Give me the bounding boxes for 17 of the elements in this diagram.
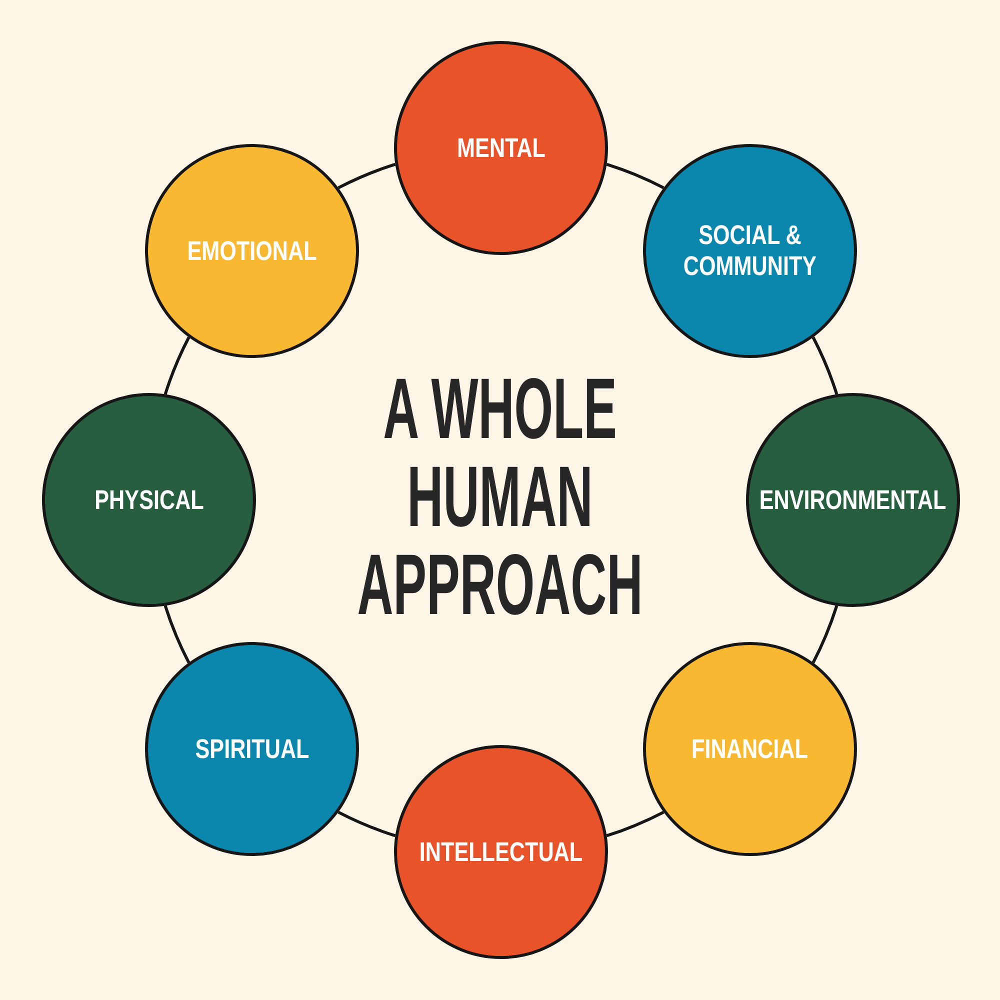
connector-arc bbox=[812, 605, 838, 664]
connector-arc bbox=[338, 810, 396, 838]
connector-arc bbox=[164, 336, 190, 395]
circle-label: ENVIRONMENTAL bbox=[760, 484, 946, 516]
circle-label: SOCIAL & COMMUNITY bbox=[682, 220, 818, 282]
circle-label: MENTAL bbox=[456, 132, 546, 164]
connector-arc bbox=[164, 605, 190, 664]
connector-arc bbox=[606, 810, 664, 838]
circle-label: PHYSICAL bbox=[94, 484, 204, 516]
circle-label: INTELLECTUAL bbox=[419, 836, 583, 868]
circle-label: FINANCIAL bbox=[692, 734, 808, 764]
connector-arc bbox=[812, 336, 838, 395]
connector-arc bbox=[338, 162, 396, 190]
circle-label: EMOTIONAL bbox=[187, 236, 317, 266]
diagram-title: A WHOLE HUMAN APPROACH bbox=[356, 365, 644, 629]
connector-arc bbox=[606, 162, 664, 190]
circle-label: SPIRITUAL bbox=[195, 734, 310, 764]
